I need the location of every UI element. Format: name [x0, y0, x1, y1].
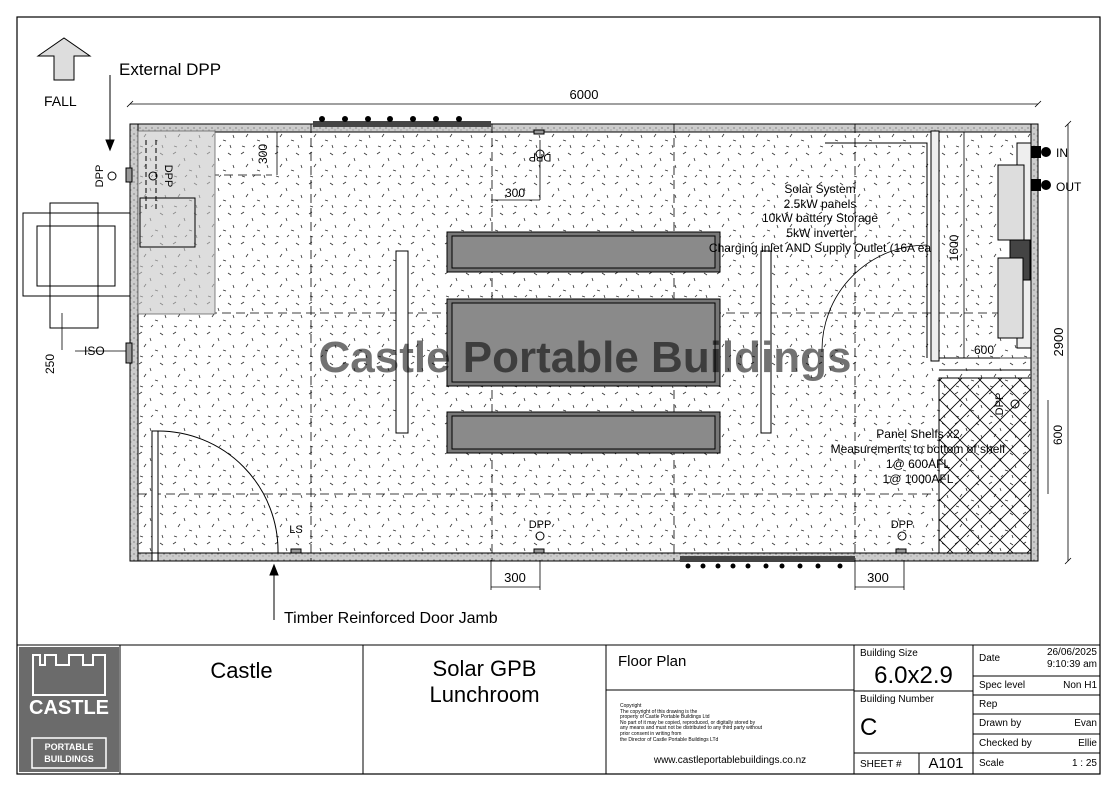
copyright-line: property of Castle Portable Buildings Lt… — [620, 714, 710, 721]
scale-label: Scale — [979, 758, 1005, 769]
checked-label: Checked by — [979, 738, 1032, 749]
dim-600-shelf: 600 — [1051, 425, 1065, 445]
dpp-label-internal-left: DPP — [162, 165, 174, 188]
dpp-label-bottom-left: DPP — [529, 519, 552, 531]
dim-300-top: 300 — [505, 186, 525, 200]
in-label: IN — [1056, 146, 1068, 160]
top-window — [313, 116, 491, 127]
drawing-title: Floor Plan — [618, 653, 687, 670]
title-block-grid — [119, 645, 1100, 774]
entry-door — [151, 430, 279, 562]
copyright-line: No part of it may be copied, reproduced,… — [620, 719, 756, 726]
project-line-2: Lunchroom — [429, 682, 540, 707]
fall-label: FALL — [44, 93, 77, 109]
solar-note: Solar System 2.5kW panels 10kW battery S… — [709, 182, 931, 255]
website-text: www.castleportablebuildings.co.nz — [653, 755, 807, 766]
sheet-value: A101 — [928, 755, 964, 772]
in-out-sockets — [1031, 146, 1051, 191]
out-label: OUT — [1056, 180, 1082, 194]
dim-overall-width: 6000 — [570, 87, 599, 102]
door-jamb-label: Timber Reinforced Door Jamb — [284, 610, 498, 627]
watermark-text: Castle Portable Buildings — [319, 333, 852, 382]
shelf-line: Panel Shelfs x2 — [876, 427, 960, 441]
dim-300-left: 300 — [256, 144, 270, 164]
shelf-line: 1@ 600AFL — [886, 457, 951, 471]
fall-arrow — [36, 37, 92, 81]
dim-250: 250 — [43, 354, 57, 374]
leaders — [105, 75, 279, 620]
shelf-line: Measurements to bottom of shelf — [831, 442, 1006, 456]
drawn-value: Evan — [1074, 718, 1097, 729]
sheet-label: SHEET # — [860, 759, 902, 770]
svg-text:BUILDINGS: BUILDINGS — [44, 754, 94, 764]
bottom-window — [680, 556, 855, 569]
date-value: 26/06/2025 — [1046, 647, 1097, 658]
company-name: Castle — [210, 658, 273, 683]
dpp-label-top: DPP — [529, 151, 552, 163]
copyright-line: any means and must not be distributed to… — [620, 725, 763, 732]
solar-line: 5kW inverter — [786, 226, 853, 240]
scale-value: 1 : 25 — [1071, 758, 1097, 769]
dim-300-bottom-left: 300 — [504, 570, 526, 585]
panel-shelves — [938, 377, 1032, 554]
dpp-label-bottom-right: DPP — [891, 519, 914, 531]
project-line-1: Solar GPB — [432, 656, 537, 681]
castle-logo: CASTLE PORTABLE BUILDINGS — [19, 647, 119, 772]
dim-overall-depth: 2900 — [1051, 328, 1066, 357]
svg-text:CASTLE: CASTLE — [29, 697, 109, 719]
date-label: Date — [979, 653, 1001, 664]
dim-300-bottom-right: 300 — [867, 570, 889, 585]
spec-value: Non H1 — [1063, 680, 1097, 691]
entry-step — [22, 140, 196, 329]
copyright-block: Copyright The copyright of this drawing … — [620, 703, 850, 743]
ls-label: LS — [289, 524, 302, 536]
dimension-lines — [61, 100, 1072, 590]
copyright-line: the Director of Castle Portable Building… — [620, 736, 719, 743]
dim-600-right: 600 — [974, 343, 994, 357]
rep-label: Rep — [979, 699, 998, 710]
iso-label: ISO — [84, 344, 105, 358]
building-size-label: Building Size — [860, 648, 918, 659]
dpp-label-shelf: DPP — [994, 393, 1006, 416]
dpp-symbols — [107, 129, 1020, 554]
solar-line: Solar System — [784, 182, 855, 196]
solar-closet — [821, 130, 1032, 371]
copyright-line: The copyright of this drawing is the — [620, 708, 698, 715]
building-size-value: 6.0x2.9 — [874, 662, 953, 689]
spec-label: Spec level — [979, 680, 1026, 691]
building-number-label: Building Number — [860, 694, 934, 705]
external-dpp-label: External DPP — [119, 60, 221, 79]
solar-line: 10kW battery Storage — [762, 211, 878, 225]
shelf-note: Panel Shelfs x2 Measurements to bottom o… — [831, 427, 1006, 486]
svg-text:PORTABLE: PORTABLE — [45, 742, 94, 752]
time-value: 9:10:39 am — [1046, 659, 1097, 670]
copyright-line: prior consent in writing from — [620, 730, 682, 737]
dpp-label-external: DPP — [94, 165, 106, 188]
project-title: Solar GPB Lunchroom — [363, 656, 606, 708]
checked-value: Ellie — [1078, 738, 1097, 749]
copyright-line: Copyright — [620, 703, 642, 709]
benches — [395, 231, 772, 454]
building-number-value: C — [860, 714, 878, 741]
solar-line: 2.5kW panels — [784, 197, 857, 211]
solar-line: Charging inlet AND Supply Outlet (16A ea — [709, 241, 931, 255]
dim-1600: 1600 — [947, 234, 961, 261]
drawn-label: Drawn by — [979, 718, 1022, 729]
sheet-border — [16, 16, 1101, 775]
shelf-line: 1@ 1000AFL — [883, 472, 954, 486]
